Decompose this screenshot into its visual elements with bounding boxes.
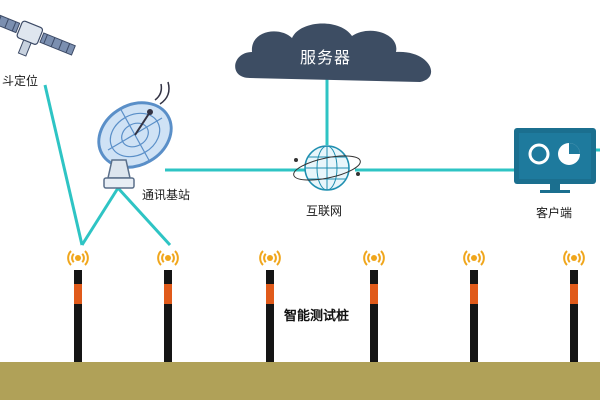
signal-wave-icon bbox=[463, 250, 485, 266]
globe-icon bbox=[293, 145, 361, 191]
client-label: 客户端 bbox=[536, 206, 573, 220]
cloud-icon bbox=[235, 23, 432, 82]
monitor-icon bbox=[514, 128, 596, 193]
ground bbox=[0, 362, 600, 400]
test-pile bbox=[463, 250, 485, 362]
internet-label: 互联网 bbox=[306, 204, 343, 218]
test-pile bbox=[67, 250, 89, 362]
test-pile bbox=[259, 250, 281, 362]
connection-lines bbox=[43, 78, 600, 247]
signal-wave-icon bbox=[67, 250, 89, 266]
signal-wave-icon bbox=[563, 250, 585, 266]
server-label: 服务器 bbox=[300, 48, 352, 67]
signal-wave-icon bbox=[157, 250, 179, 266]
test-pile bbox=[363, 250, 385, 362]
signal-wave-icon bbox=[259, 250, 281, 266]
signal-wave-icon bbox=[363, 250, 385, 266]
dish-antenna-icon bbox=[97, 81, 173, 189]
base-station-label: 通讯基站 bbox=[142, 188, 191, 202]
test-pile bbox=[563, 250, 585, 362]
test-pile bbox=[157, 250, 179, 362]
satellite-icon bbox=[0, 12, 76, 57]
test-piles bbox=[67, 250, 585, 362]
satellite-label: 斗定位 bbox=[2, 74, 39, 88]
test-pile-label: 智能测试桩 bbox=[284, 309, 350, 324]
